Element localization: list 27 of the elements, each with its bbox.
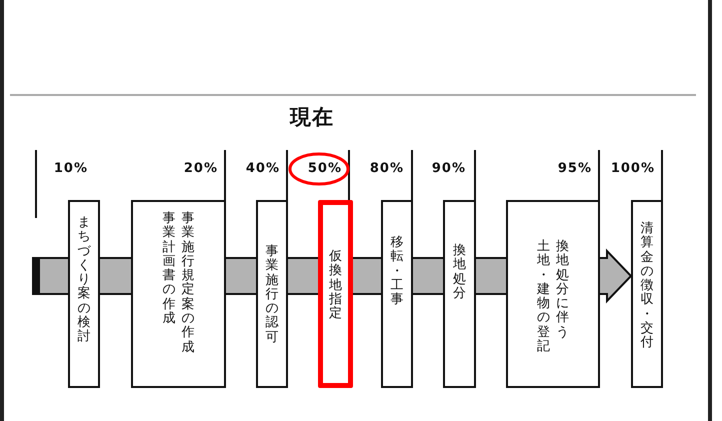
title: 現在 (290, 104, 334, 131)
step-text: 土地・建物の登記 (537, 240, 550, 354)
percentage-label: 50% (308, 161, 342, 176)
percentage-label: 40% (246, 161, 280, 176)
step-box (443, 200, 476, 388)
step-text: 換地処分 (453, 244, 466, 302)
step-text: 移転・工事 (390, 236, 404, 308)
step-text: 事業施行の認可 (266, 245, 278, 346)
step-box (256, 200, 288, 388)
step-text: 事業計画書の作成 (162, 212, 176, 326)
percentage-label: 10% (54, 161, 88, 176)
percentage-label: 95% (558, 161, 592, 176)
step-box (131, 200, 226, 388)
step-text: 清算金の徴収・交付 (640, 222, 654, 351)
percentage-label: 80% (370, 161, 404, 176)
percentage-label: 90% (432, 161, 466, 176)
step-box (631, 200, 663, 388)
step-box (381, 200, 413, 388)
step-box (318, 200, 353, 388)
step-box (506, 200, 600, 388)
step-text: まちづくり案の検討 (78, 216, 90, 345)
step-box (68, 200, 100, 388)
percentage-label: 20% (184, 161, 218, 176)
step-text: 換地処分に伴う (556, 240, 569, 340)
step-text: 事業施行規定案の作成 (182, 212, 194, 355)
percentage-label: 100% (610, 161, 655, 176)
step-text: 仮換地指定 (329, 250, 342, 322)
